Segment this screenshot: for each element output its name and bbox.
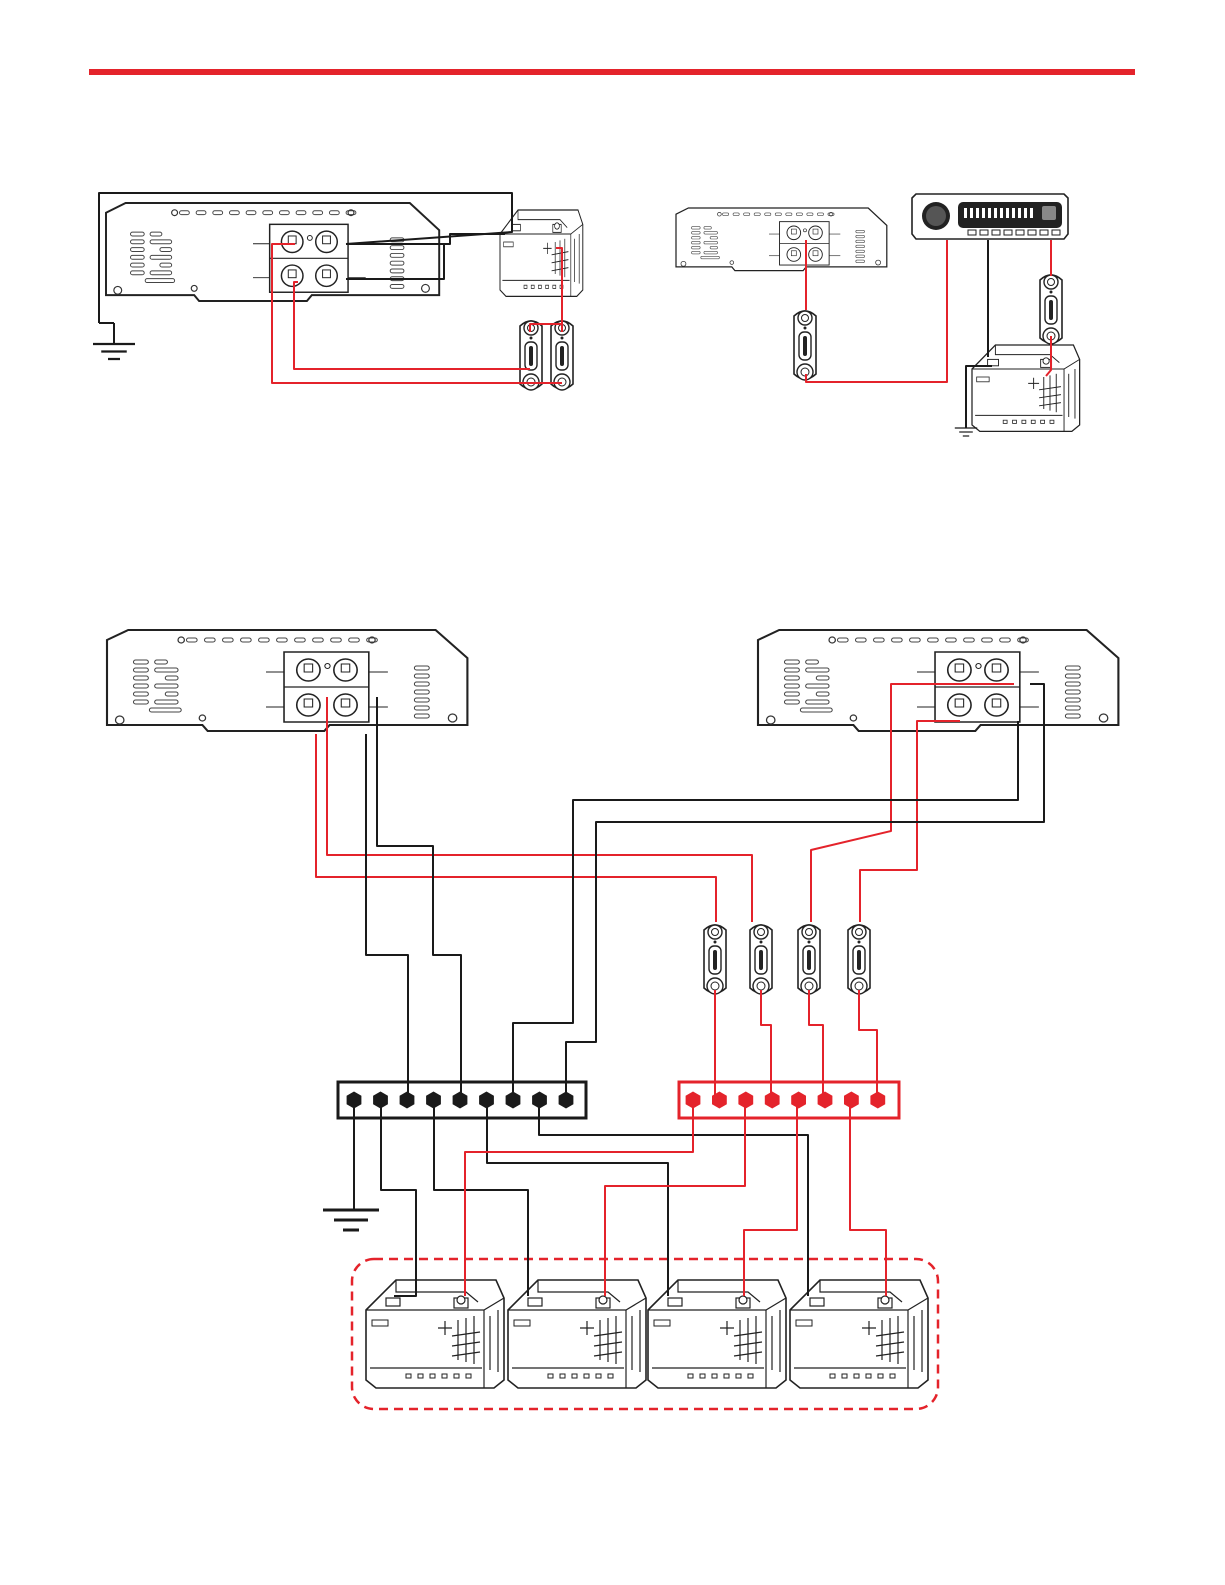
diagram-bottom — [107, 630, 1118, 1409]
power-wire — [744, 1095, 797, 1296]
ground-icon — [323, 1210, 379, 1230]
power-wire — [761, 990, 771, 1095]
power-wire — [605, 1095, 745, 1296]
battery-icon — [366, 1280, 504, 1388]
fuse-holder-icon — [750, 925, 772, 994]
fuse-holder-icon — [1040, 275, 1062, 344]
power-wire — [809, 990, 823, 1095]
diagram-top-left — [93, 193, 583, 390]
battery-icon — [648, 1280, 786, 1388]
ground-wire — [566, 684, 1044, 1095]
amplifier-icon — [107, 630, 467, 731]
fuse-holder-icon — [704, 925, 726, 994]
battery-icon — [508, 1280, 646, 1388]
power-wire — [859, 990, 877, 1095]
head-unit-icon — [912, 194, 1068, 239]
power-wire — [327, 697, 752, 922]
fuse-holder-icon — [848, 925, 870, 994]
ground-wire — [487, 1095, 668, 1296]
fuse-holder-icon — [798, 925, 820, 994]
ground-wire — [539, 1095, 808, 1296]
ground-wire — [366, 734, 408, 1095]
amplifier-icon — [676, 208, 887, 271]
battery-icon — [972, 345, 1080, 431]
ground-wire — [381, 1095, 416, 1296]
diagram-top-right — [676, 194, 1080, 436]
amplifier-icon — [758, 630, 1118, 731]
header-rule — [89, 69, 1135, 75]
ground-wire — [377, 697, 461, 1095]
ground-icon — [955, 428, 977, 436]
ground-icon — [93, 344, 135, 359]
battery-icon — [790, 1280, 928, 1388]
ground-wire — [513, 721, 1018, 1095]
ground-wire — [434, 1095, 528, 1296]
power-wire — [465, 1095, 693, 1296]
power-distribution-block — [679, 1082, 899, 1118]
power-wire — [850, 1095, 886, 1296]
fuse-holder-icon — [794, 311, 816, 380]
